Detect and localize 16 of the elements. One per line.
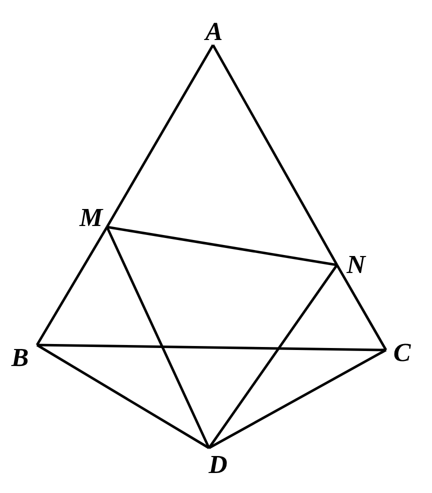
point-label: C (393, 340, 411, 366)
line-segment (336, 264, 388, 351)
line-segment (212, 44, 338, 266)
line-segment (36, 344, 210, 450)
point-label: N (346, 252, 366, 278)
point-label: B (11, 345, 29, 371)
line-segment (106, 226, 210, 449)
point-label: A (205, 19, 223, 45)
line-segment (36, 344, 386, 352)
line-segment (36, 226, 108, 346)
point-label: M (79, 205, 103, 231)
point-label: D (208, 452, 228, 478)
line-segment (106, 226, 338, 266)
line-segment (208, 348, 387, 450)
line-segment (208, 264, 338, 449)
line-segment (106, 44, 214, 228)
